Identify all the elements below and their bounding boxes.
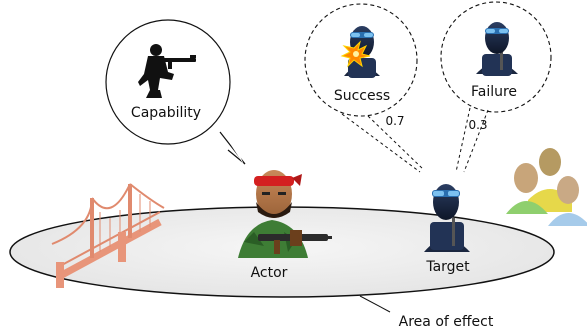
area-of-effect-label: Area of effect [399,314,494,330]
bridge-icon [51,183,165,288]
armed-actor-icon [238,170,332,258]
actor-label: Actor [251,265,288,281]
capability-bubble [105,19,246,165]
capability-label: Capability [131,105,201,121]
masked-target-hit-icon [340,26,380,78]
failure-probability: 0.3 [468,118,487,132]
success-probability: 0.7 [385,114,404,128]
failure-label: Failure [471,84,517,100]
failure-connector [455,107,489,173]
target-label: Target [425,259,470,275]
success-connector [341,113,425,173]
masked-target-icon [476,22,518,76]
rifleman-silhouette-icon [138,44,196,98]
area-of-effect-pointer [359,295,391,313]
target-figure-icon [424,184,470,252]
success-label: Success [334,88,390,104]
civilian-group-icon [506,148,587,226]
